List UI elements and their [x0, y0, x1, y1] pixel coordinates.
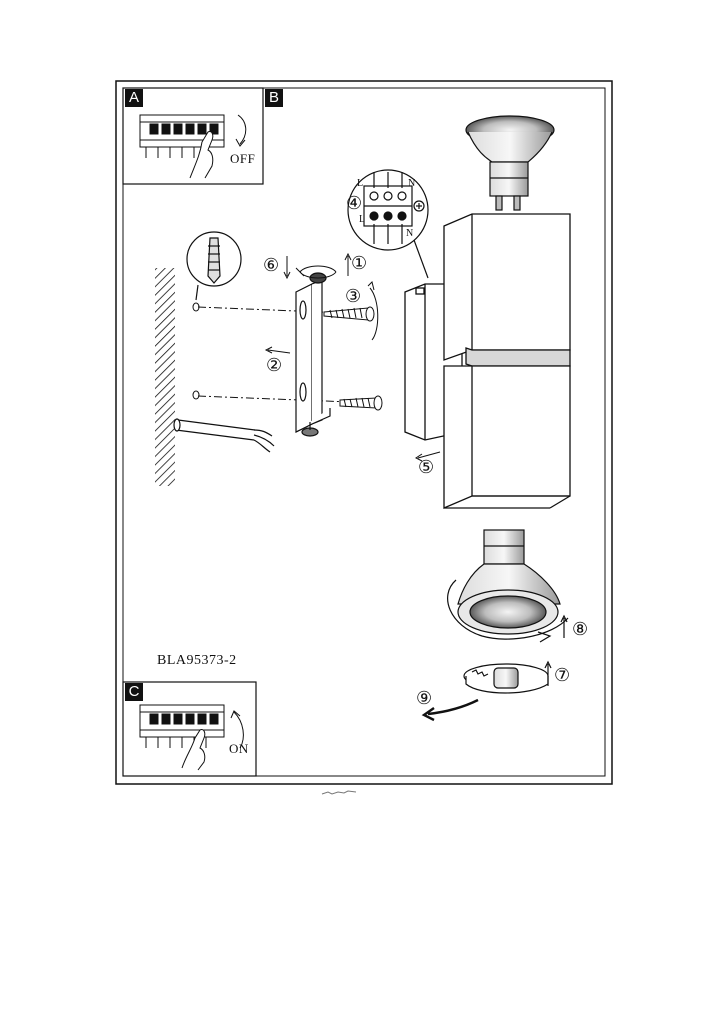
step-3-marker: ③	[345, 286, 362, 307]
step-7-marker: ⑦	[554, 665, 571, 686]
step-2-marker: ②	[266, 355, 283, 376]
panel-b-letter: B	[265, 89, 283, 107]
drill-hole-bottom	[192, 390, 200, 400]
drill-hole-top	[192, 302, 200, 312]
breaker-strip-off	[139, 114, 247, 179]
terminal-label-l-top: L	[357, 178, 364, 189]
step-1-marker: ①	[351, 253, 368, 274]
step-4-marker: ④	[346, 193, 363, 214]
switch-on-label: ON	[229, 741, 249, 756]
terminal-label-n-bottom: N	[406, 228, 414, 239]
alignment-lines	[197, 306, 371, 403]
model-code: BLA95373-2	[157, 653, 237, 668]
breaker-strip-on	[139, 704, 244, 771]
wall-plug-detail	[186, 231, 242, 301]
rotation-arrows	[264, 252, 441, 462]
luminaire-body	[404, 213, 571, 509]
supply-cable	[173, 418, 275, 453]
wall	[155, 268, 175, 486]
page-mark	[321, 790, 357, 795]
terminal-label-n-top: N	[408, 178, 416, 189]
wood-screw-bottom	[339, 395, 383, 411]
terminal-label-l-bottom: L	[359, 214, 366, 225]
switch-off-label: OFF	[230, 151, 256, 166]
step-8-marker: ⑧	[572, 619, 589, 640]
outer-frame	[115, 80, 613, 785]
mounting-bracket	[295, 272, 331, 437]
step-6-marker: ⑥	[263, 255, 280, 276]
bottom-cap	[421, 660, 552, 722]
terminal-block-detail	[347, 169, 429, 279]
panel-c-letter: C	[125, 683, 143, 701]
panel-a-letter: A	[125, 89, 143, 107]
inner-frame	[122, 87, 606, 777]
gu10-bulb-top	[465, 115, 555, 211]
gu10-bulb-bottom	[447, 529, 569, 643]
step-9-marker: ⑨	[416, 688, 433, 709]
step-5-marker: ⑤	[418, 457, 435, 478]
wood-screw-top	[323, 306, 375, 322]
